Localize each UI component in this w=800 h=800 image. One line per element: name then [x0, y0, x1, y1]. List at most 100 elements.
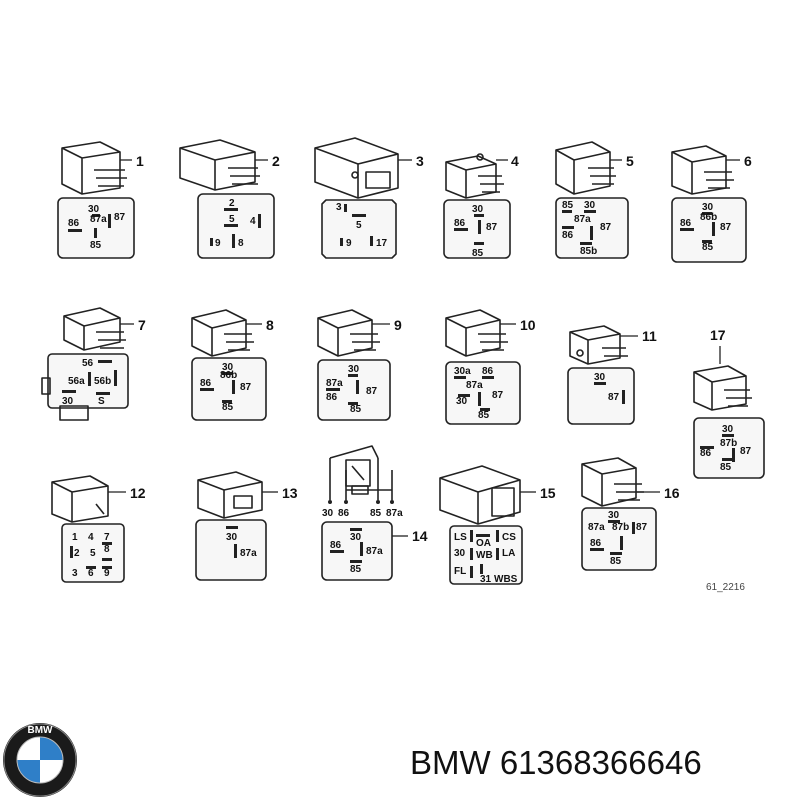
bmw-logo: BMW: [3, 723, 77, 797]
pin-label: 87: [492, 390, 504, 401]
relay-9: 9 30 87a 86 87 85: [317, 309, 402, 421]
pin-label: 9: [215, 238, 221, 249]
pin-label: 85: [610, 556, 622, 567]
pin-label: 30: [456, 396, 468, 407]
pin-label: 85: [222, 402, 234, 413]
pin-label: 30: [594, 372, 606, 383]
pin-label: 85: [350, 404, 362, 415]
pin-label: 86: [562, 230, 574, 241]
pin-label: 87: [720, 222, 732, 233]
pin-label: 31: [480, 574, 492, 585]
pin-label: 86: [454, 218, 466, 229]
pin-label: 86: [590, 538, 602, 549]
callout-2: 2: [272, 153, 280, 169]
terminal-label: 86: [338, 508, 350, 519]
relay-15: 15 LS CS OA 30 WB LA FL 31 WBS: [439, 465, 556, 585]
pin-label: 87: [114, 212, 126, 223]
pin-label: 85: [90, 240, 102, 251]
callout-11: 11: [642, 328, 657, 344]
pin-label: 30a: [454, 366, 471, 377]
relay-13: 13 30 87a: [195, 471, 298, 581]
callout-15: 15: [540, 485, 556, 501]
pin-label: 6: [88, 568, 94, 579]
pin-label: 87a: [90, 214, 107, 225]
callout-17: 17: [710, 327, 726, 343]
relay-8: 8 30 86b 86 87 85: [191, 309, 274, 421]
pin-label: 30: [608, 510, 620, 521]
callout-9: 9: [394, 317, 402, 333]
pin-label: 30: [584, 200, 596, 211]
pin-label: 85: [350, 564, 362, 575]
callout-4: 4: [511, 153, 519, 169]
callout-8: 8: [266, 317, 274, 333]
pin-label: 87b: [612, 522, 629, 533]
relay-11: 11 30 87: [567, 325, 657, 425]
pin-label: 87a: [366, 546, 383, 557]
relay-17: 17 30 87b 86 87 85: [693, 327, 765, 479]
relay-16: 16 30 87a 87b 87 86 85: [581, 457, 680, 571]
bmw-logo-lettering: BMW: [28, 725, 54, 736]
pin-label: 85b: [580, 246, 597, 257]
pin-label: 2: [229, 198, 235, 209]
relay-10: 10 30a 86 87a 30 87 85: [445, 309, 536, 425]
pin-label: 86: [200, 378, 212, 389]
pin-label: 85: [562, 200, 574, 211]
callout-7: 7: [138, 317, 146, 333]
pin-label: FL: [454, 566, 466, 577]
pin-label: 86b: [220, 370, 237, 381]
callout-14: 14: [412, 528, 428, 544]
pin-label: 87a: [466, 380, 483, 391]
pin-label: 30: [62, 396, 74, 407]
pin-label: 87: [600, 222, 612, 233]
pin-label: 56b: [94, 376, 111, 387]
pin-label: 87: [366, 386, 378, 397]
pin-label: 86: [482, 366, 494, 377]
relay-12: 12 1 4 7 2 5 8 3 6 9: [51, 475, 146, 583]
pin-label: 9: [346, 238, 352, 249]
pin-label: 5: [229, 214, 235, 225]
pin-label: 30: [472, 204, 484, 215]
relay-3: 3 3 5 9 17: [314, 137, 424, 259]
pin-label: 87a: [326, 378, 343, 389]
pin-label: S: [98, 396, 105, 407]
pin-label: 30: [226, 532, 238, 543]
callout-13: 13: [282, 485, 298, 501]
pin-label: LA: [502, 548, 515, 559]
callout-10: 10: [520, 317, 536, 333]
pin-label: 5: [356, 220, 362, 231]
pin-label: 87: [486, 222, 498, 233]
pin-label: 8: [104, 544, 110, 555]
callout-6: 6: [744, 153, 752, 169]
pin-label: 4: [250, 216, 256, 227]
callout-16: 16: [664, 485, 680, 501]
pin-label: 7: [104, 532, 110, 543]
pin-label: 56a: [68, 376, 85, 387]
relay-5: 5 85 30 87a 86 87 85b: [555, 141, 634, 259]
part-number-caption: BMW 61368366646: [410, 744, 702, 781]
terminal-label: 87a: [386, 508, 403, 519]
relay-14: 30 86 85 87a 14 30 86 87a 85: [321, 445, 428, 581]
relay-1: 1 30 87a 86 87 85: [57, 141, 144, 259]
pin-label: 87a: [574, 214, 591, 225]
pin-label: 85: [478, 410, 490, 421]
pin-label: 30: [722, 424, 734, 435]
pin-label: 86: [68, 218, 80, 229]
pin-label: 17: [376, 238, 388, 249]
pin-label: 87b: [720, 438, 737, 449]
pin-label: 30: [222, 362, 234, 373]
pin-label: 30: [454, 548, 466, 559]
pin-label: 85: [702, 242, 714, 253]
pin-label: 8: [238, 238, 244, 249]
pin-label: 30: [348, 364, 360, 375]
relay-6: 6 30 86b 86 87 85: [671, 145, 752, 263]
pin-label: 87: [740, 446, 752, 457]
pin-label: 86: [330, 540, 342, 551]
pin-label: WBS: [494, 574, 518, 585]
pin-label: 56: [82, 358, 94, 369]
pin-label: 86: [680, 218, 692, 229]
callout-12: 12: [130, 485, 146, 501]
pin-label: CS: [502, 532, 516, 543]
pin-label: 87: [608, 392, 620, 403]
pin-label: 87: [636, 522, 648, 533]
callout-1: 1: [136, 153, 144, 169]
